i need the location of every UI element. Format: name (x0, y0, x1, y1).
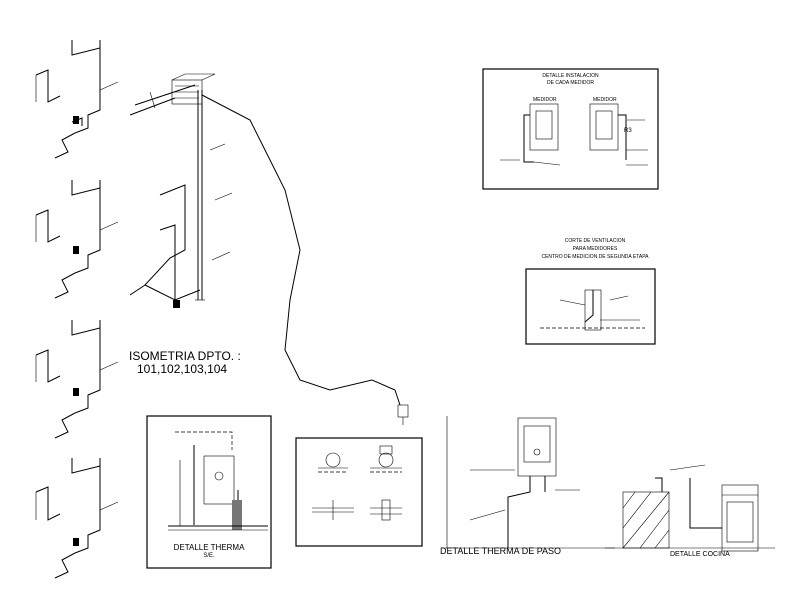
therma-paso-title: DETALLE THERMA DE PASO (440, 546, 562, 556)
fitting-details-frame (295, 437, 423, 547)
therma-frame (146, 415, 272, 569)
ventilacion-line1: CORTE DE VENTILACION (564, 238, 626, 244)
isometric-riser-3 (35, 320, 119, 439)
ventilacion-line3: CENTRO DE MEDICION DE SEGUNDA ETAPA (541, 254, 649, 260)
cocina-drawing (605, 464, 775, 552)
isometric-riser-1 (35, 40, 119, 159)
therma-title: DETALLE THERMA S/E. (147, 543, 271, 561)
medidor-title-line1: DETALLE INSTALACION (542, 73, 599, 79)
medidor-right-label: MEDIDOR (593, 97, 617, 103)
central-isometric (129, 73, 409, 425)
ventilacion-line2: PARA MEDIDORES (572, 246, 618, 252)
medidor-title-line2: DE CADA MEDIDOR (547, 80, 594, 86)
cocina-title: DETALLE COCINA (670, 551, 730, 558)
ventilacion-title: CORTE DE VENTILACION PARA MEDIDORES CENT… (520, 237, 670, 261)
therma-scale: S/E. (203, 553, 215, 559)
ventilacion-frame (525, 268, 656, 345)
isometric-riser-2 (35, 180, 119, 299)
isometria-title-line: ISOMETRIA DPTO. : (129, 349, 241, 363)
isometric-riser-4 (35, 458, 119, 579)
r3-label: R3 (624, 128, 632, 134)
medidor-detail-frame (482, 68, 659, 190)
therma-paso-drawing (442, 416, 615, 549)
therma-title-text: DETALLE THERMA (173, 543, 245, 552)
isometria-title: ISOMETRIA DPTO. : 101,102,103,104 (129, 350, 241, 376)
medidor-left-label: MEDIDOR (533, 97, 557, 103)
isometria-units: 101,102,103,104 (137, 362, 228, 376)
medidor-detail-title: DETALLE INSTALACION DE CADA MEDIDOR (483, 73, 658, 87)
